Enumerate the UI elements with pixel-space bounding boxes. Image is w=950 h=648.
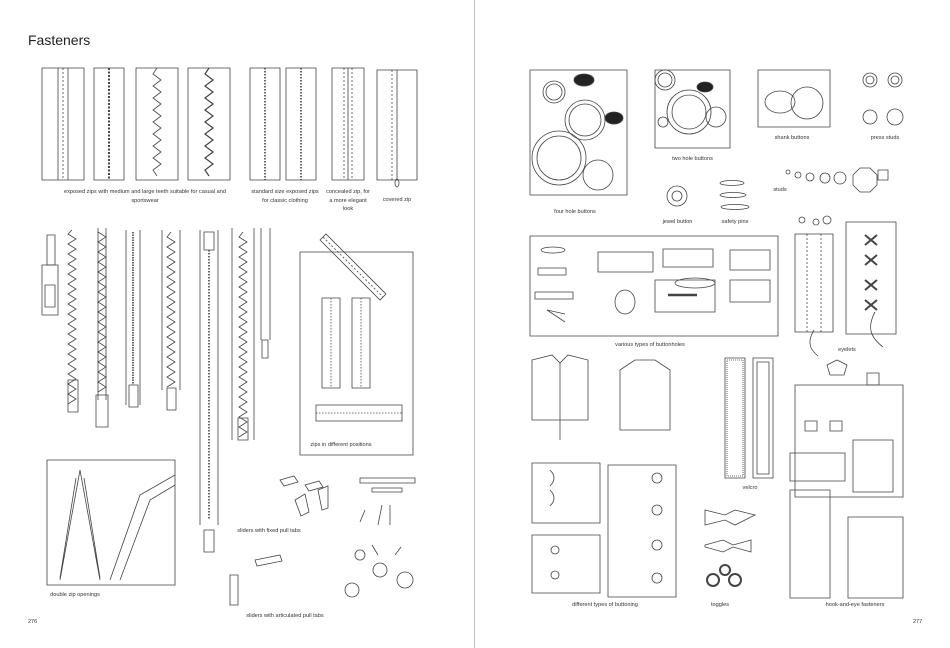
eyelets-illustration — [795, 216, 896, 356]
caption-toggles: toggles — [710, 602, 730, 608]
velcro-illustration — [725, 358, 773, 478]
page-number: 276 — [28, 619, 38, 625]
safety-pins-illustration — [720, 181, 749, 210]
shank-buttons-illustration — [758, 70, 830, 127]
page-number: 277 — [913, 619, 923, 625]
four-hole-buttons-illustration — [530, 70, 627, 195]
buttoning-illustration — [532, 463, 676, 597]
caption-exposed-zips: exposed zips with medium and large teeth… — [63, 189, 226, 204]
caption-velcro: velcro — [742, 485, 758, 491]
left-page: Fasteners — [0, 0, 475, 648]
caption-articulated-pull-tabs: sliders with articulated pull tabs — [246, 613, 324, 619]
buttonholes-illustration — [530, 236, 778, 336]
concealed-zip-illustration — [332, 68, 364, 180]
caption-studs: studs — [773, 187, 787, 193]
caption-jewel-button: jewel button — [662, 219, 693, 225]
caption-shank-buttons: shank buttons — [774, 135, 810, 141]
standard-zip-illustration — [250, 68, 316, 180]
two-hole-buttons-illustration — [655, 70, 730, 148]
page-gutter — [474, 0, 475, 648]
zip-sliders-illustration — [42, 228, 270, 552]
press-studs-illustration — [863, 73, 903, 125]
left-illustrations — [0, 0, 475, 648]
caption-four-hole-buttons: four hole buttons — [554, 209, 596, 215]
caption-eyelets: eyelets — [838, 347, 856, 353]
jewel-button-illustration — [667, 186, 687, 206]
caption-buttonholes: various types of buttonholes — [615, 342, 685, 348]
hook-and-eye-illustration — [790, 360, 903, 598]
exposed-zip-illustration — [42, 68, 230, 180]
caption-double-zip: double zip openings — [50, 592, 100, 598]
caption-two-hole-buttons: two hole buttons — [672, 156, 713, 162]
caption-fixed-pull-tabs: sliders with fixed pull tabs — [237, 528, 301, 534]
double-zip-illustration — [47, 460, 175, 585]
page-title: Fasteners — [28, 32, 91, 48]
toggles-illustration — [705, 510, 755, 586]
caption-zip-positions: zips in different positions — [310, 442, 372, 448]
caption-standard-zips: standard size exposed zips for classic c… — [251, 189, 319, 204]
studs-illustration — [786, 168, 888, 192]
caption-hook-and-eye: hook-and-eye fasteners — [825, 602, 885, 608]
right-page: four hole buttons two hole buttons shank… — [475, 0, 950, 648]
fixed-pull-tabs-illustration — [280, 476, 415, 525]
caption-concealed-zip: concealed zip, for a more elegant look — [326, 189, 370, 212]
caption-buttoning: different types of buttoning — [572, 602, 638, 608]
covered-zip-illustration — [377, 70, 417, 187]
zip-positions-illustration — [300, 234, 413, 455]
shirts-illustration — [532, 355, 670, 440]
articulated-pull-tabs-illustration — [230, 545, 413, 605]
right-illustrations — [475, 0, 950, 648]
caption-covered-zip: covered zip — [382, 197, 412, 203]
caption-safety-pins: safety pins — [721, 219, 749, 225]
caption-press-studs: press studs — [870, 135, 900, 141]
